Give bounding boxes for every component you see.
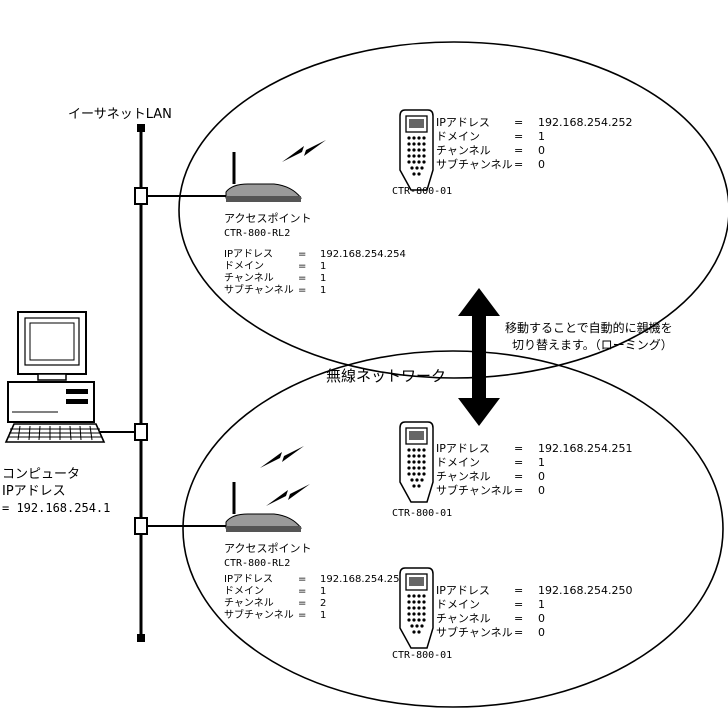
svg-text:サブチャンネル: サブチャンネル xyxy=(224,608,294,621)
svg-text:=: = xyxy=(298,249,306,260)
svg-text:1: 1 xyxy=(538,456,545,469)
svg-text:1: 1 xyxy=(320,586,326,597)
ap2-model: CTR-800-RL2 xyxy=(224,558,290,569)
wireless-signal-icon xyxy=(260,446,304,468)
backbone-terminator-top xyxy=(137,124,145,132)
svg-text:サブチャンネル: サブチャンネル xyxy=(436,483,513,497)
svg-text:=: = xyxy=(298,598,306,609)
svg-text:1: 1 xyxy=(320,261,326,272)
svg-text:ドメイン: ドメイン xyxy=(224,261,264,272)
connector-ap1 xyxy=(135,188,147,204)
handheld-terminal-icon xyxy=(400,422,433,502)
ap1-model: CTR-800-RL2 xyxy=(224,228,290,239)
svg-text:サブチャンネル: サブチャンネル xyxy=(436,625,513,639)
svg-text:=: = xyxy=(298,273,306,284)
svg-text:0: 0 xyxy=(538,612,545,625)
handheld-terminal-icon xyxy=(400,110,433,190)
svg-text:=: = xyxy=(514,626,523,639)
svg-text:=: = xyxy=(514,484,523,497)
svg-text:=: = xyxy=(514,456,523,469)
svg-text:=: = xyxy=(298,261,306,272)
svg-text:192.168.254.252: 192.168.254.252 xyxy=(538,116,632,129)
roaming-note-line2: 切り替えます。（ローミング） xyxy=(512,338,673,352)
svg-text:IPアドレス: IPアドレス xyxy=(436,116,490,129)
svg-text:1: 1 xyxy=(320,285,326,296)
svg-text:チャンネル: チャンネル xyxy=(224,597,274,609)
svg-text:=: = xyxy=(298,610,306,621)
svg-text:=: = xyxy=(514,584,523,597)
svg-text:サブチャンネル: サブチャンネル xyxy=(224,283,294,296)
svg-text:=: = xyxy=(514,470,523,483)
svg-text:=: = xyxy=(514,130,523,143)
svg-text:ドメイン: ドメイン xyxy=(436,598,480,611)
svg-text:=: = xyxy=(298,586,306,597)
ethernet-label: イーサネットLAN xyxy=(68,107,172,122)
svg-text:192.168.254.254: 192.168.254.254 xyxy=(320,249,406,260)
handheld2-model: CTR-800-01 xyxy=(392,508,452,519)
svg-text:サブチャンネル: サブチャンネル xyxy=(436,157,513,171)
svg-text:IPアドレス: IPアドレス xyxy=(436,584,490,597)
svg-text:=: = xyxy=(298,285,306,296)
roaming-note-line1: 移動することで自動的に親機を xyxy=(505,320,673,335)
handheld3-settings: IPアドレス = 192.168.254.250 ドメイン = 1 チャンネル … xyxy=(436,584,632,639)
svg-text:0: 0 xyxy=(538,470,545,483)
svg-text:ドメイン: ドメイン xyxy=(436,130,480,143)
computer-title: コンピュータ xyxy=(2,467,80,482)
computer-ip-label: IPアドレス xyxy=(2,484,66,499)
access-point-icon xyxy=(226,152,301,202)
svg-text:0: 0 xyxy=(538,144,545,157)
svg-text:192.168.254.250: 192.168.254.250 xyxy=(538,584,632,597)
svg-text:ドメイン: ドメイン xyxy=(436,456,480,469)
svg-text:1: 1 xyxy=(538,598,545,611)
handheld3-model: CTR-800-01 xyxy=(392,650,452,661)
svg-text:=: = xyxy=(514,144,523,157)
wireless-signal-icon xyxy=(266,484,310,506)
svg-text:ドメイン: ドメイン xyxy=(224,586,264,597)
svg-text:192.168.254.253: 192.168.254.253 xyxy=(320,574,406,585)
computer-ip-value: = 192.168.254.1 xyxy=(2,501,110,515)
svg-text:0: 0 xyxy=(538,626,545,639)
wireless-network-label: 無線ネットワーク xyxy=(326,367,446,385)
svg-text:=: = xyxy=(514,598,523,611)
svg-text:チャンネル: チャンネル xyxy=(436,144,491,157)
svg-text:IPアドレス: IPアドレス xyxy=(224,249,273,260)
svg-text:=: = xyxy=(514,116,523,129)
handheld2-settings: IPアドレス = 192.168.254.251 ドメイン = 1 チャンネル … xyxy=(436,442,632,497)
computer-icon xyxy=(6,312,104,442)
roaming-arrow xyxy=(458,288,500,426)
svg-text:=: = xyxy=(298,574,306,585)
svg-text:チャンネル: チャンネル xyxy=(436,612,491,625)
handheld1-settings: IPアドレス = 192.168.254.252 ドメイン = 1 チャンネル … xyxy=(436,116,632,171)
svg-text:1: 1 xyxy=(538,130,545,143)
svg-text:=: = xyxy=(514,612,523,625)
backbone-terminator-bottom xyxy=(137,634,145,642)
svg-text:0: 0 xyxy=(538,158,545,171)
connector-ap2 xyxy=(135,518,147,534)
connector-computer xyxy=(135,424,147,440)
svg-text:IPアドレス: IPアドレス xyxy=(224,574,273,585)
ap2-name: アクセスポイント xyxy=(224,542,311,555)
access-point-icon xyxy=(226,482,301,532)
svg-text:チャンネル: チャンネル xyxy=(436,470,491,483)
svg-text:2: 2 xyxy=(320,598,326,609)
svg-text:1: 1 xyxy=(320,273,326,284)
svg-text:=: = xyxy=(514,442,523,455)
svg-text:0: 0 xyxy=(538,484,545,497)
ap1-settings: IPアドレス = 192.168.254.254 ドメイン = 1 チャンネル … xyxy=(224,249,406,296)
handheld-terminal-icon xyxy=(400,568,433,648)
ap2-settings: IPアドレス = 192.168.254.253 ドメイン = 1 チャンネル … xyxy=(224,574,406,621)
svg-text:1: 1 xyxy=(320,610,326,621)
ap1-name: アクセスポイント xyxy=(224,212,311,225)
wireless-signal-icon xyxy=(282,140,326,162)
svg-text:=: = xyxy=(514,158,523,171)
svg-text:チャンネル: チャンネル xyxy=(224,272,274,284)
svg-text:192.168.254.251: 192.168.254.251 xyxy=(538,442,632,455)
svg-text:IPアドレス: IPアドレス xyxy=(436,442,490,455)
handheld1-model: CTR-800-01 xyxy=(392,186,452,197)
